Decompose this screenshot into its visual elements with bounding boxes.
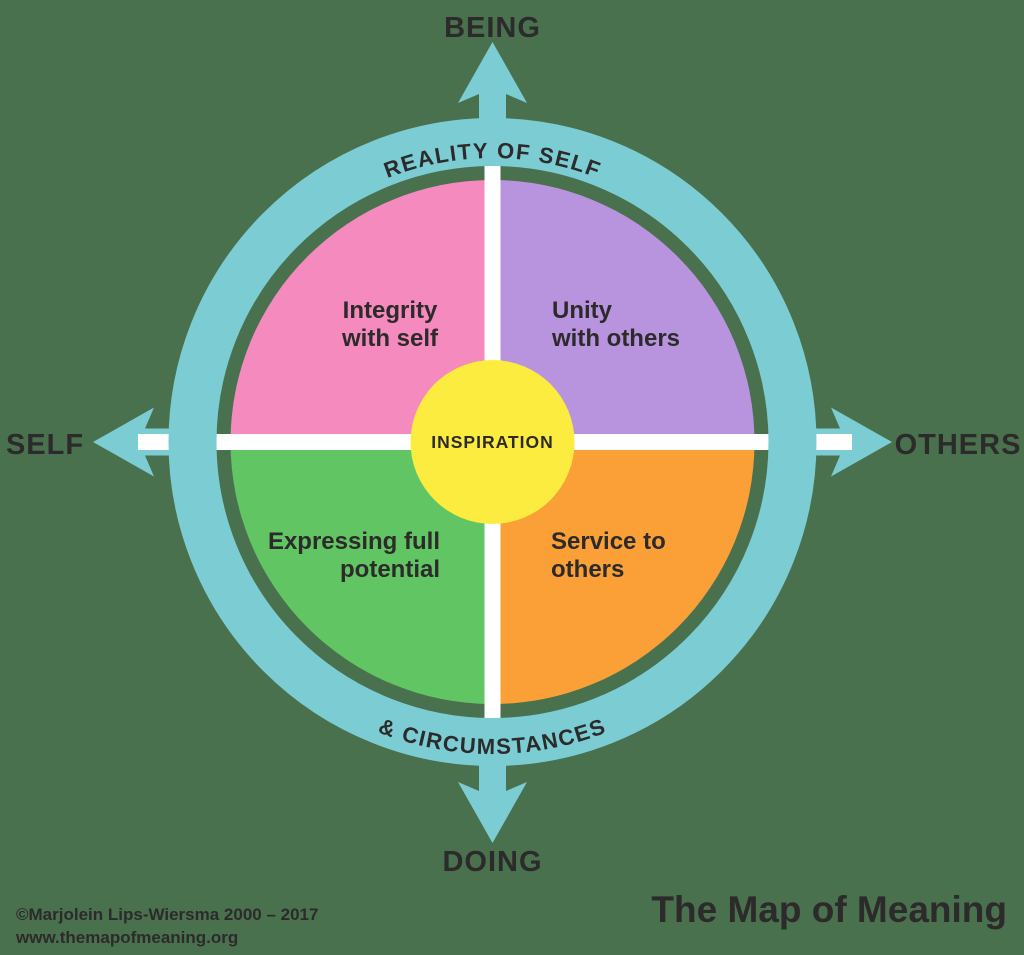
quadrant-label-unity-line2: with others bbox=[551, 325, 680, 352]
axis-label-self: SELF bbox=[6, 429, 84, 461]
outer-ring bbox=[168, 118, 817, 766]
quadrant-label-expressing-line2: potential bbox=[340, 556, 440, 583]
quadrant-service-to-others bbox=[492, 442, 755, 704]
quadrant-label-integrity-line2: with self bbox=[341, 325, 439, 352]
quadrant-integrity-with-self bbox=[230, 180, 493, 442]
center-label: INSPIRATION bbox=[431, 432, 554, 452]
center-circle bbox=[410, 360, 575, 524]
axis-label-doing: DOING bbox=[442, 846, 542, 878]
quadrant-expressing-full-potential bbox=[230, 442, 493, 704]
quadrant-label-service-line1: Service to bbox=[551, 528, 666, 555]
arrow-down-icon bbox=[458, 735, 527, 843]
quadrant-label-integrity-line1: Integrity bbox=[343, 297, 438, 324]
axis-label-being: BEING bbox=[444, 12, 541, 44]
diagram-title: The Map of Meaning bbox=[651, 889, 1007, 930]
quadrant-label-expressing-line1: Expressing full bbox=[268, 528, 440, 555]
quadrant-label-unity-line1: Unity bbox=[552, 297, 613, 324]
credit-line2: www.themapofmeaning.org bbox=[15, 928, 238, 947]
quadrant-label-service-line2: others bbox=[551, 556, 624, 583]
quadrant-unity-with-others bbox=[492, 180, 755, 442]
credit-line1: ©Marjolein Lips-Wiersma 2000 – 2017 bbox=[16, 905, 318, 924]
arrow-up-icon bbox=[458, 42, 527, 150]
axis-label-others: OTHERS bbox=[895, 429, 1022, 461]
